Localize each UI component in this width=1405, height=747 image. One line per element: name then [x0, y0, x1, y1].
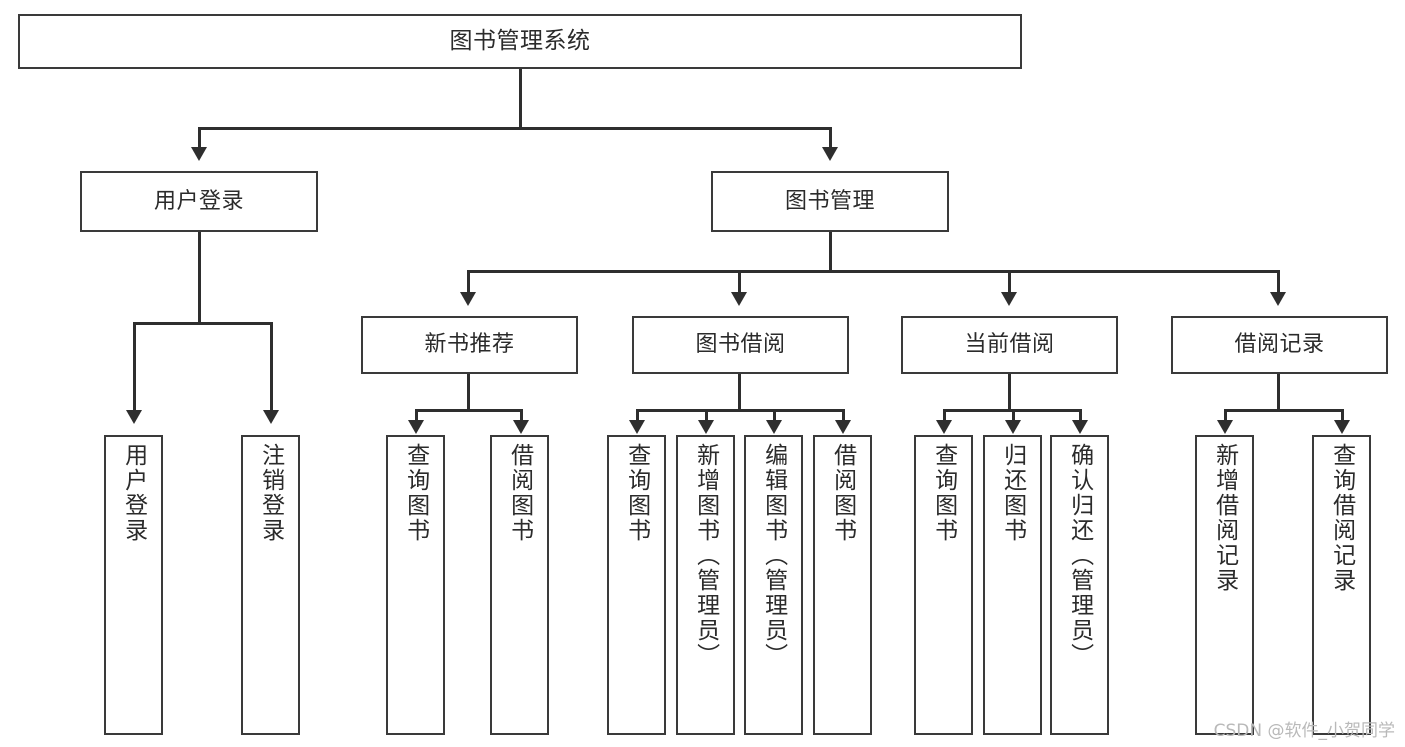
- connector-borrow-record-trunk: [1277, 374, 1280, 409]
- connector-drop-book-borrow: [738, 270, 741, 294]
- node-user-login[interactable]: 用户登录: [80, 171, 318, 232]
- arrow-leaf-return-book: [1005, 420, 1021, 434]
- node-leaf-user-login[interactable]: 用户登录: [104, 435, 163, 735]
- connector-drop-q-book-3: [943, 409, 946, 423]
- node-leaf-query-book-current[interactable]: 查询图书: [914, 435, 973, 735]
- connector-book-borrow-trunk: [738, 374, 741, 409]
- arrow-leaf-edit-book: [766, 420, 782, 434]
- node-label: 查询图书: [402, 443, 429, 543]
- node-leaf-query-book-recommend[interactable]: 查询图书: [386, 435, 445, 735]
- connector-user-login-bus: [133, 322, 270, 325]
- node-label: 图书借阅: [695, 332, 786, 358]
- arrow-leaf-query-record: [1334, 420, 1350, 434]
- node-leaf-logout-login[interactable]: 注销登录: [241, 435, 300, 735]
- connector-drop-confirm-return: [1079, 409, 1082, 423]
- node-book-management[interactable]: 图书管理: [711, 171, 949, 232]
- connector-drop-borrow-record: [1277, 270, 1280, 294]
- connector-root-trunk: [519, 69, 522, 127]
- node-label: 图书管理: [784, 188, 875, 214]
- connector-drop-add-record: [1224, 409, 1227, 423]
- arrow-leaf-add-book: [698, 420, 714, 434]
- arrow-leaf-add-record: [1217, 420, 1233, 434]
- node-leaf-query-book-borrow[interactable]: 查询图书: [607, 435, 666, 735]
- node-label: 借阅图书: [506, 443, 533, 543]
- node-label: 查询图书: [623, 443, 650, 543]
- arrow-new-book-recommend: [460, 292, 476, 306]
- node-leaf-borrow-book[interactable]: 借阅图书: [813, 435, 872, 735]
- arrow-leaf-borrow-book-2: [835, 420, 851, 434]
- node-current-borrow[interactable]: 当前借阅: [901, 316, 1118, 374]
- connector-book-borrow-bus: [636, 409, 842, 412]
- arrow-leaf-query-book-3: [936, 420, 952, 434]
- node-label: 新增图书（管理员）: [692, 443, 719, 668]
- node-leaf-query-borrow-record[interactable]: 查询借阅记录: [1312, 435, 1371, 735]
- node-new-book-recommend[interactable]: 新书推荐: [361, 316, 578, 374]
- connector-drop-add-book: [705, 409, 708, 423]
- node-label: 查询图书: [930, 443, 957, 543]
- node-leaf-edit-book[interactable]: 编辑图书（管理员）: [744, 435, 803, 735]
- connector-user-login-trunk: [198, 232, 201, 322]
- connector-level3-bus: [467, 270, 1279, 273]
- connector-new-book-trunk: [467, 374, 470, 409]
- arrow-current-borrow: [1001, 292, 1017, 306]
- node-label: 新增借阅记录: [1211, 443, 1238, 593]
- node-leaf-confirm-return[interactable]: 确认归还（管理员）: [1050, 435, 1109, 735]
- connector-borrow-record-bus: [1224, 409, 1341, 412]
- watermark-text: CSDN @软件_小贺同学: [1213, 721, 1395, 741]
- node-label: 图书管理系统: [449, 28, 591, 55]
- arrow-leaf-query-book-2: [629, 420, 645, 434]
- connector-drop-leaf-user-login: [133, 322, 136, 412]
- connector-new-book-bus: [415, 409, 520, 412]
- arrow-leaf-query-book-1: [408, 420, 424, 434]
- node-leaf-add-book[interactable]: 新增图书（管理员）: [676, 435, 735, 735]
- node-label: 新书推荐: [424, 332, 515, 358]
- connector-book-management-trunk: [829, 232, 832, 270]
- connector-drop-q-book-1: [415, 409, 418, 423]
- connector-drop-user-login: [198, 127, 201, 149]
- arrow-leaf-user-login: [126, 410, 142, 424]
- arrow-user-login: [191, 147, 207, 161]
- connector-current-borrow-bus: [943, 409, 1079, 412]
- node-borrow-record[interactable]: 借阅记录: [1171, 316, 1388, 374]
- arrow-leaf-logout: [263, 410, 279, 424]
- node-leaf-borrow-book-recommend[interactable]: 借阅图书: [490, 435, 549, 735]
- connector-drop-return-book: [1012, 409, 1015, 423]
- node-leaf-add-borrow-record[interactable]: 新增借阅记录: [1195, 435, 1254, 735]
- arrow-book-borrow: [731, 292, 747, 306]
- connector-drop-query-record: [1341, 409, 1344, 423]
- connector-drop-q-book-2: [636, 409, 639, 423]
- arrow-leaf-borrow-book-1: [513, 420, 529, 434]
- connector-drop-leaf-logout: [270, 322, 273, 412]
- connector-current-borrow-trunk: [1008, 374, 1011, 409]
- connector-drop-b-book-1: [520, 409, 523, 423]
- node-label: 查询借阅记录: [1328, 443, 1355, 593]
- node-label: 确认归还（管理员）: [1066, 443, 1093, 668]
- node-root-book-management-system[interactable]: 图书管理系统: [18, 14, 1022, 69]
- connector-root-bus: [198, 127, 831, 130]
- connector-drop-b-book-2: [842, 409, 845, 423]
- node-label: 借阅图书: [829, 443, 856, 543]
- node-label: 归还图书: [999, 443, 1026, 543]
- node-label: 用户登录: [120, 443, 147, 543]
- node-label: 借阅记录: [1234, 332, 1325, 358]
- node-book-borrow[interactable]: 图书借阅: [632, 316, 849, 374]
- arrow-leaf-confirm-return: [1072, 420, 1088, 434]
- arrow-book-management: [822, 147, 838, 161]
- node-label: 当前借阅: [964, 332, 1055, 358]
- node-label: 注销登录: [257, 443, 284, 543]
- node-label: 用户登录: [153, 188, 244, 214]
- connector-drop-edit-book: [773, 409, 776, 423]
- node-leaf-return-book[interactable]: 归还图书: [983, 435, 1042, 735]
- connector-drop-current-borrow: [1008, 270, 1011, 294]
- node-label: 编辑图书（管理员）: [760, 443, 787, 668]
- connector-drop-new-book: [467, 270, 470, 294]
- connector-drop-book-management: [829, 127, 832, 149]
- arrow-borrow-record: [1270, 292, 1286, 306]
